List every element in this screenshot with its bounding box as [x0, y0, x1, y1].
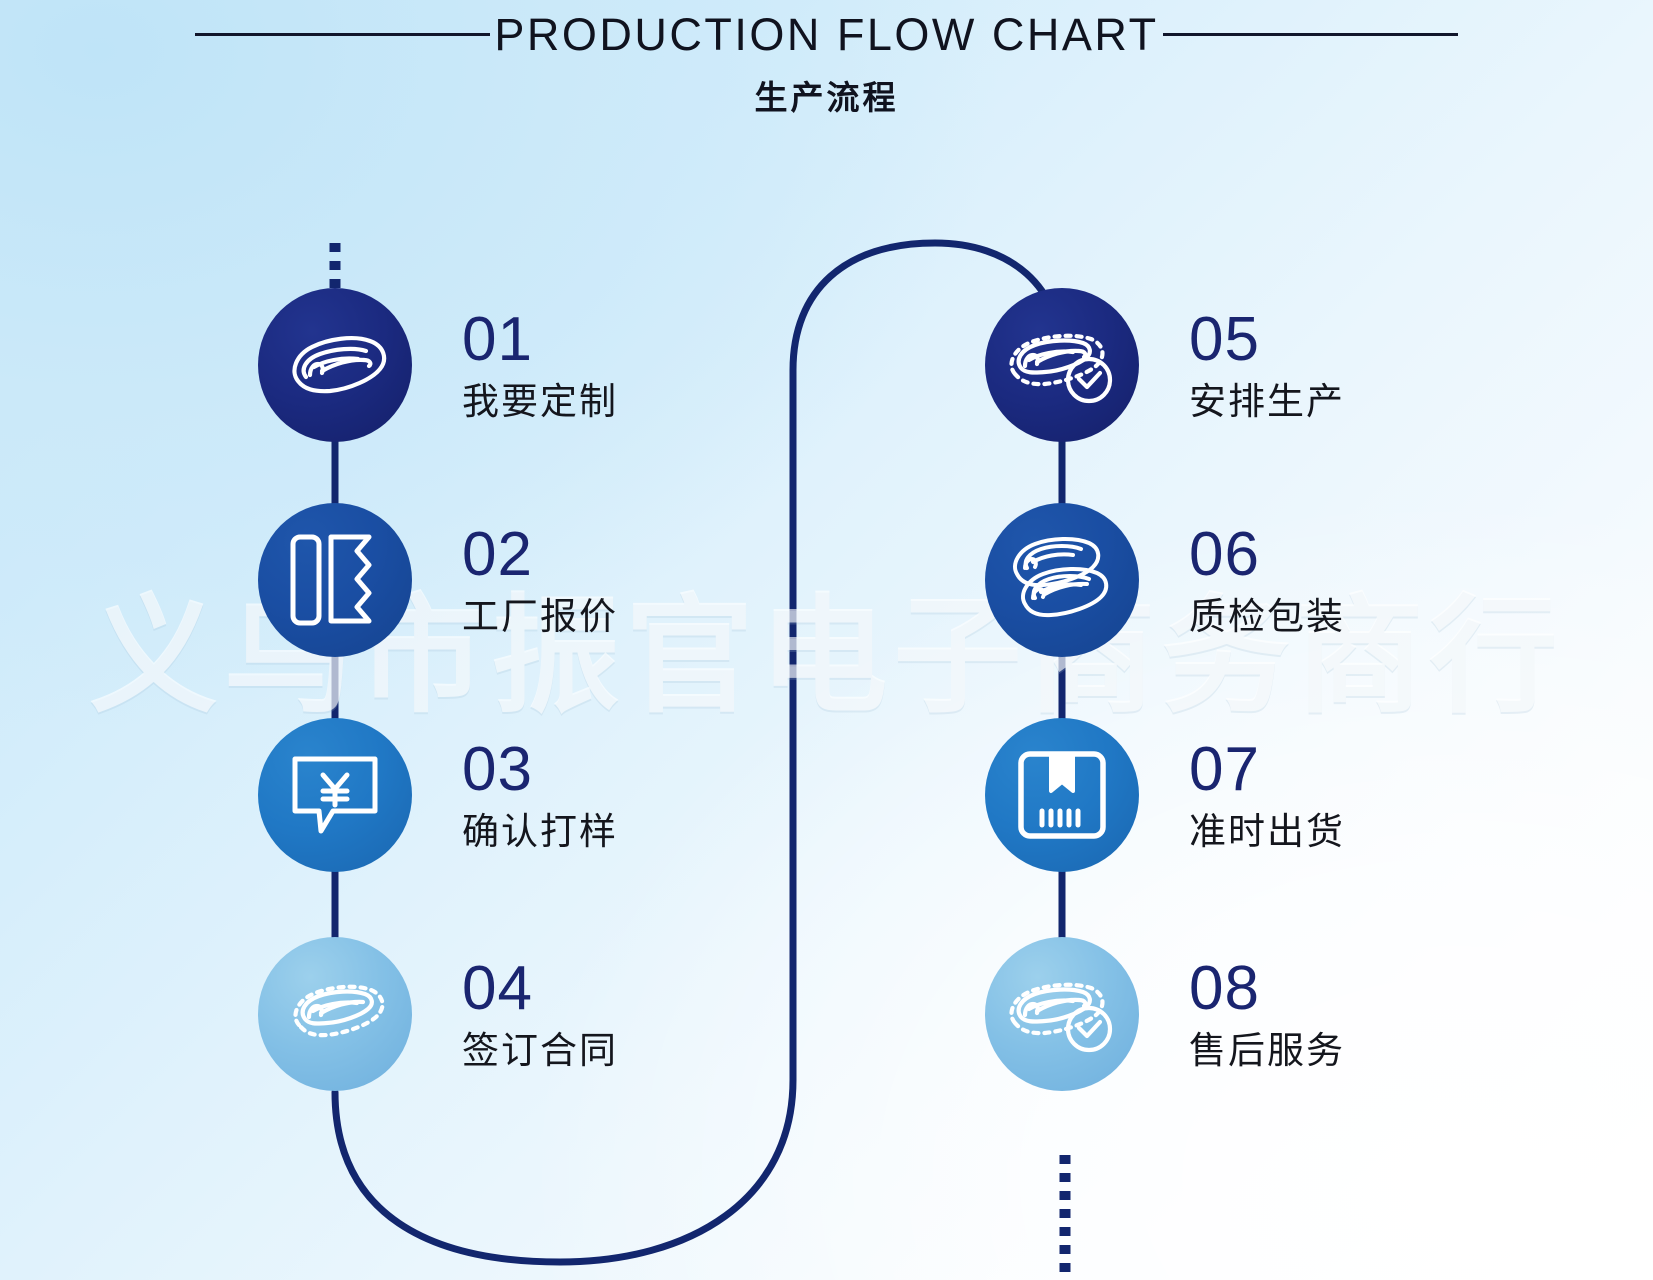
step-08-number: 08 [1189, 953, 1260, 1023]
sandal-check-icon [1001, 967, 1123, 1061]
page-subtitle: 生产流程 [754, 79, 899, 116]
step-05-number: 05 [1189, 304, 1260, 374]
watermark: 义乌市振官电子商务商行 [89, 586, 1564, 728]
step-08-text: 08 售后服务 [1189, 953, 1345, 1071]
price-quote-document-icon [287, 529, 383, 631]
step-06-label: 质检包装 [1189, 595, 1345, 637]
step-05-bubble[interactable] [985, 288, 1139, 442]
step-04-bubble[interactable] [258, 937, 412, 1091]
step-02-label: 工厂报价 [462, 595, 618, 637]
chart-header: PRODUCTION FLOW CHART 生产流程 [0, 12, 1653, 119]
flow-step-02[interactable]: 02 工厂报价 [258, 503, 618, 657]
step-01-number: 01 [462, 304, 533, 374]
step-02-text: 02 工厂报价 [462, 519, 618, 637]
step-07-bubble[interactable] [985, 718, 1139, 872]
flip-flop-sandal-icon [276, 319, 394, 411]
step-01-text: 01 我要定制 [462, 304, 618, 422]
page-title: PRODUCTION FLOW CHART [494, 9, 1159, 60]
sandal-check-icon [1001, 318, 1123, 412]
shipping-box-icon [1014, 747, 1110, 843]
title-row: PRODUCTION FLOW CHART [0, 12, 1653, 57]
flow-step-03[interactable]: 03 确认打样 [258, 718, 618, 872]
step-03-label: 确认打样 [462, 810, 618, 852]
step-03-text: 03 确认打样 [462, 734, 618, 852]
flow-step-07[interactable]: 07 准时出货 [985, 718, 1345, 872]
flow-step-04[interactable]: 04 签订合同 [258, 937, 618, 1091]
step-05-text: 05 安排生产 [1189, 304, 1345, 422]
step-01-bubble[interactable] [258, 288, 412, 442]
step-08-bubble[interactable] [985, 937, 1139, 1091]
flow-step-05[interactable]: 05 安排生产 [985, 288, 1345, 442]
yuan-speech-bubble-icon [285, 749, 385, 841]
step-06-number: 06 [1189, 519, 1260, 589]
step-01-label: 我要定制 [462, 380, 618, 422]
step-03-bubble[interactable] [258, 718, 412, 872]
flow-step-08[interactable]: 08 售后服务 [985, 937, 1345, 1091]
step-08-label: 售后服务 [1189, 1029, 1345, 1071]
step-06-bubble[interactable] [985, 503, 1139, 657]
step-02-number: 02 [462, 519, 533, 589]
flow-step-01[interactable]: 01 我要定制 [258, 288, 618, 442]
step-05-label: 安排生产 [1189, 380, 1345, 422]
step-04-number: 04 [462, 953, 533, 1023]
title-rule-left [195, 33, 491, 36]
stitched-sandal-icon [275, 967, 395, 1061]
step-02-bubble[interactable] [258, 503, 412, 657]
title-rule-right [1162, 33, 1458, 36]
step-03-number: 03 [462, 734, 533, 804]
step-06-text: 06 质检包装 [1189, 519, 1345, 637]
step-04-text: 04 签订合同 [462, 953, 618, 1071]
step-07-number: 07 [1189, 734, 1260, 804]
flow-step-06[interactable]: 06 质检包装 [985, 503, 1345, 657]
step-04-label: 签订合同 [462, 1029, 618, 1071]
sandal-pair-icon [1001, 530, 1123, 630]
step-07-label: 准时出货 [1189, 810, 1345, 852]
step-07-text: 07 准时出货 [1189, 734, 1345, 852]
